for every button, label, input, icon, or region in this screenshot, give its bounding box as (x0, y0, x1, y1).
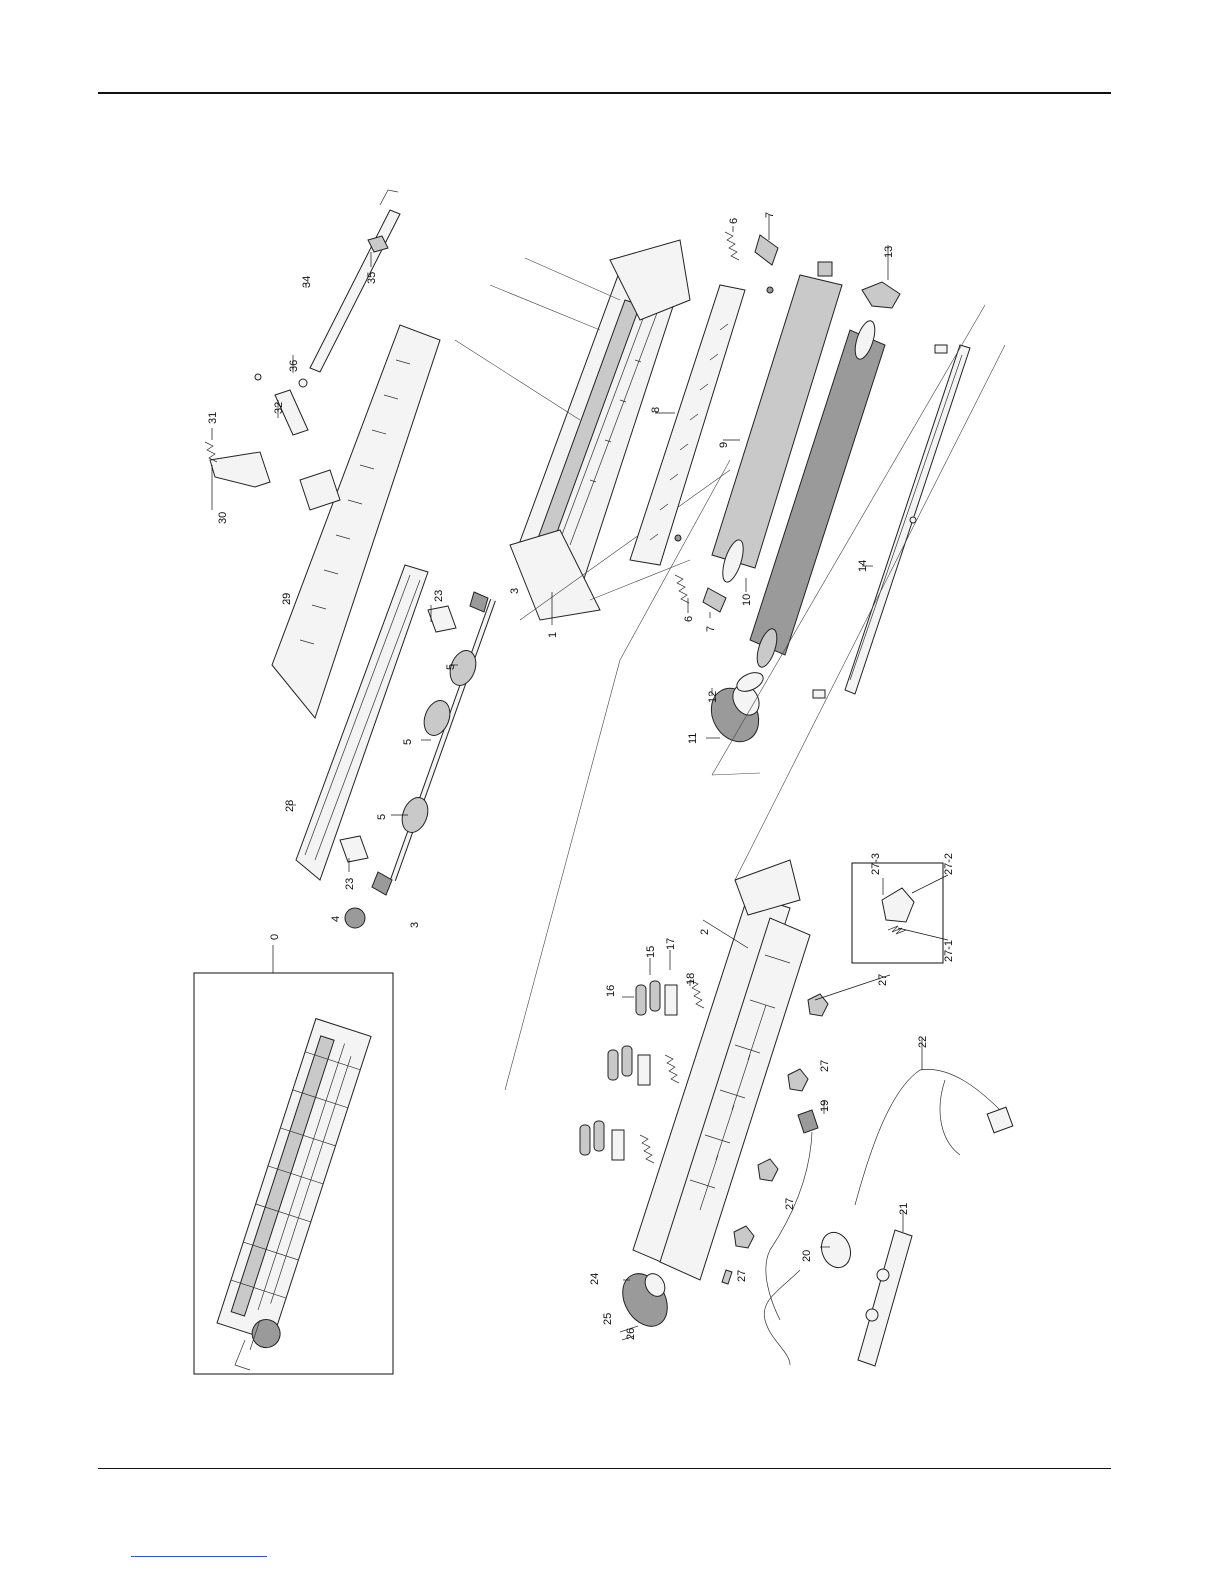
callout-27-d: 27 (736, 1270, 748, 1282)
callout-30: 30 (217, 512, 229, 524)
callout-27-b: 27 (819, 1060, 831, 1072)
electrical-parts (764, 1069, 1013, 1366)
callout-23-lower: 23 (344, 878, 356, 890)
callout-27-3: 27-3 (870, 853, 882, 875)
callout-12: 12 (707, 691, 719, 703)
callout-13: 13 (883, 246, 895, 258)
callout-14: 14 (857, 560, 869, 572)
callout-23-upper: 23 (433, 590, 445, 602)
callout-27-box: 27 (877, 974, 889, 986)
callout-20: 20 (801, 1250, 813, 1262)
callout-32: 32 (273, 402, 285, 414)
callout-5-a: 5 (445, 664, 457, 670)
exit-roller-shaft (345, 592, 493, 928)
callout-25: 25 (602, 1313, 614, 1325)
callout-15: 15 (645, 946, 657, 958)
callout-28: 28 (284, 800, 296, 812)
callout-9: 9 (718, 442, 730, 448)
callout-35: 35 (366, 272, 378, 284)
callout-27-1: 27-1 (943, 940, 955, 962)
callout-29: 29 (281, 593, 293, 605)
callout-5-c: 5 (376, 814, 388, 820)
assembled-unit-inset (194, 945, 393, 1374)
springs-and-bushings (675, 232, 900, 750)
callout-3-lower: 3 (409, 922, 421, 928)
callout-31: 31 (207, 412, 219, 424)
fuser-cover (272, 325, 440, 718)
actuator-detail-box (852, 863, 943, 963)
callout-18: 18 (685, 973, 697, 985)
callout-27-c: 27 (784, 1198, 796, 1210)
callout-34: 34 (301, 276, 313, 288)
callout-7-lower: 7 (705, 626, 717, 632)
callout-3-upper: 3 (509, 588, 521, 594)
callout-1: 1 (547, 632, 559, 638)
callout-36: 36 (288, 360, 300, 372)
callout-21: 21 (898, 1203, 910, 1215)
callout-4: 4 (330, 916, 342, 922)
callout-7-upper: 7 (764, 212, 776, 218)
callout-27-2: 27-2 (943, 853, 955, 875)
callout-0: 0 (269, 934, 281, 940)
callout-8: 8 (650, 407, 662, 413)
callout-6-upper: 6 (728, 218, 740, 224)
callout-10: 10 (741, 594, 753, 606)
callout-17: 17 (665, 938, 677, 950)
callout-19: 19 (819, 1100, 831, 1112)
callout-5-b: 5 (402, 739, 414, 745)
callout-11: 11 (687, 733, 699, 744)
callout-6-lower: 6 (683, 616, 695, 622)
callout-26: 26 (625, 1328, 637, 1340)
callout-22: 22 (917, 1036, 929, 1048)
callout-2: 2 (699, 929, 711, 935)
callout-16: 16 (605, 985, 617, 997)
callout-24: 24 (589, 1273, 601, 1285)
fuser-frame-lower (633, 860, 810, 1280)
